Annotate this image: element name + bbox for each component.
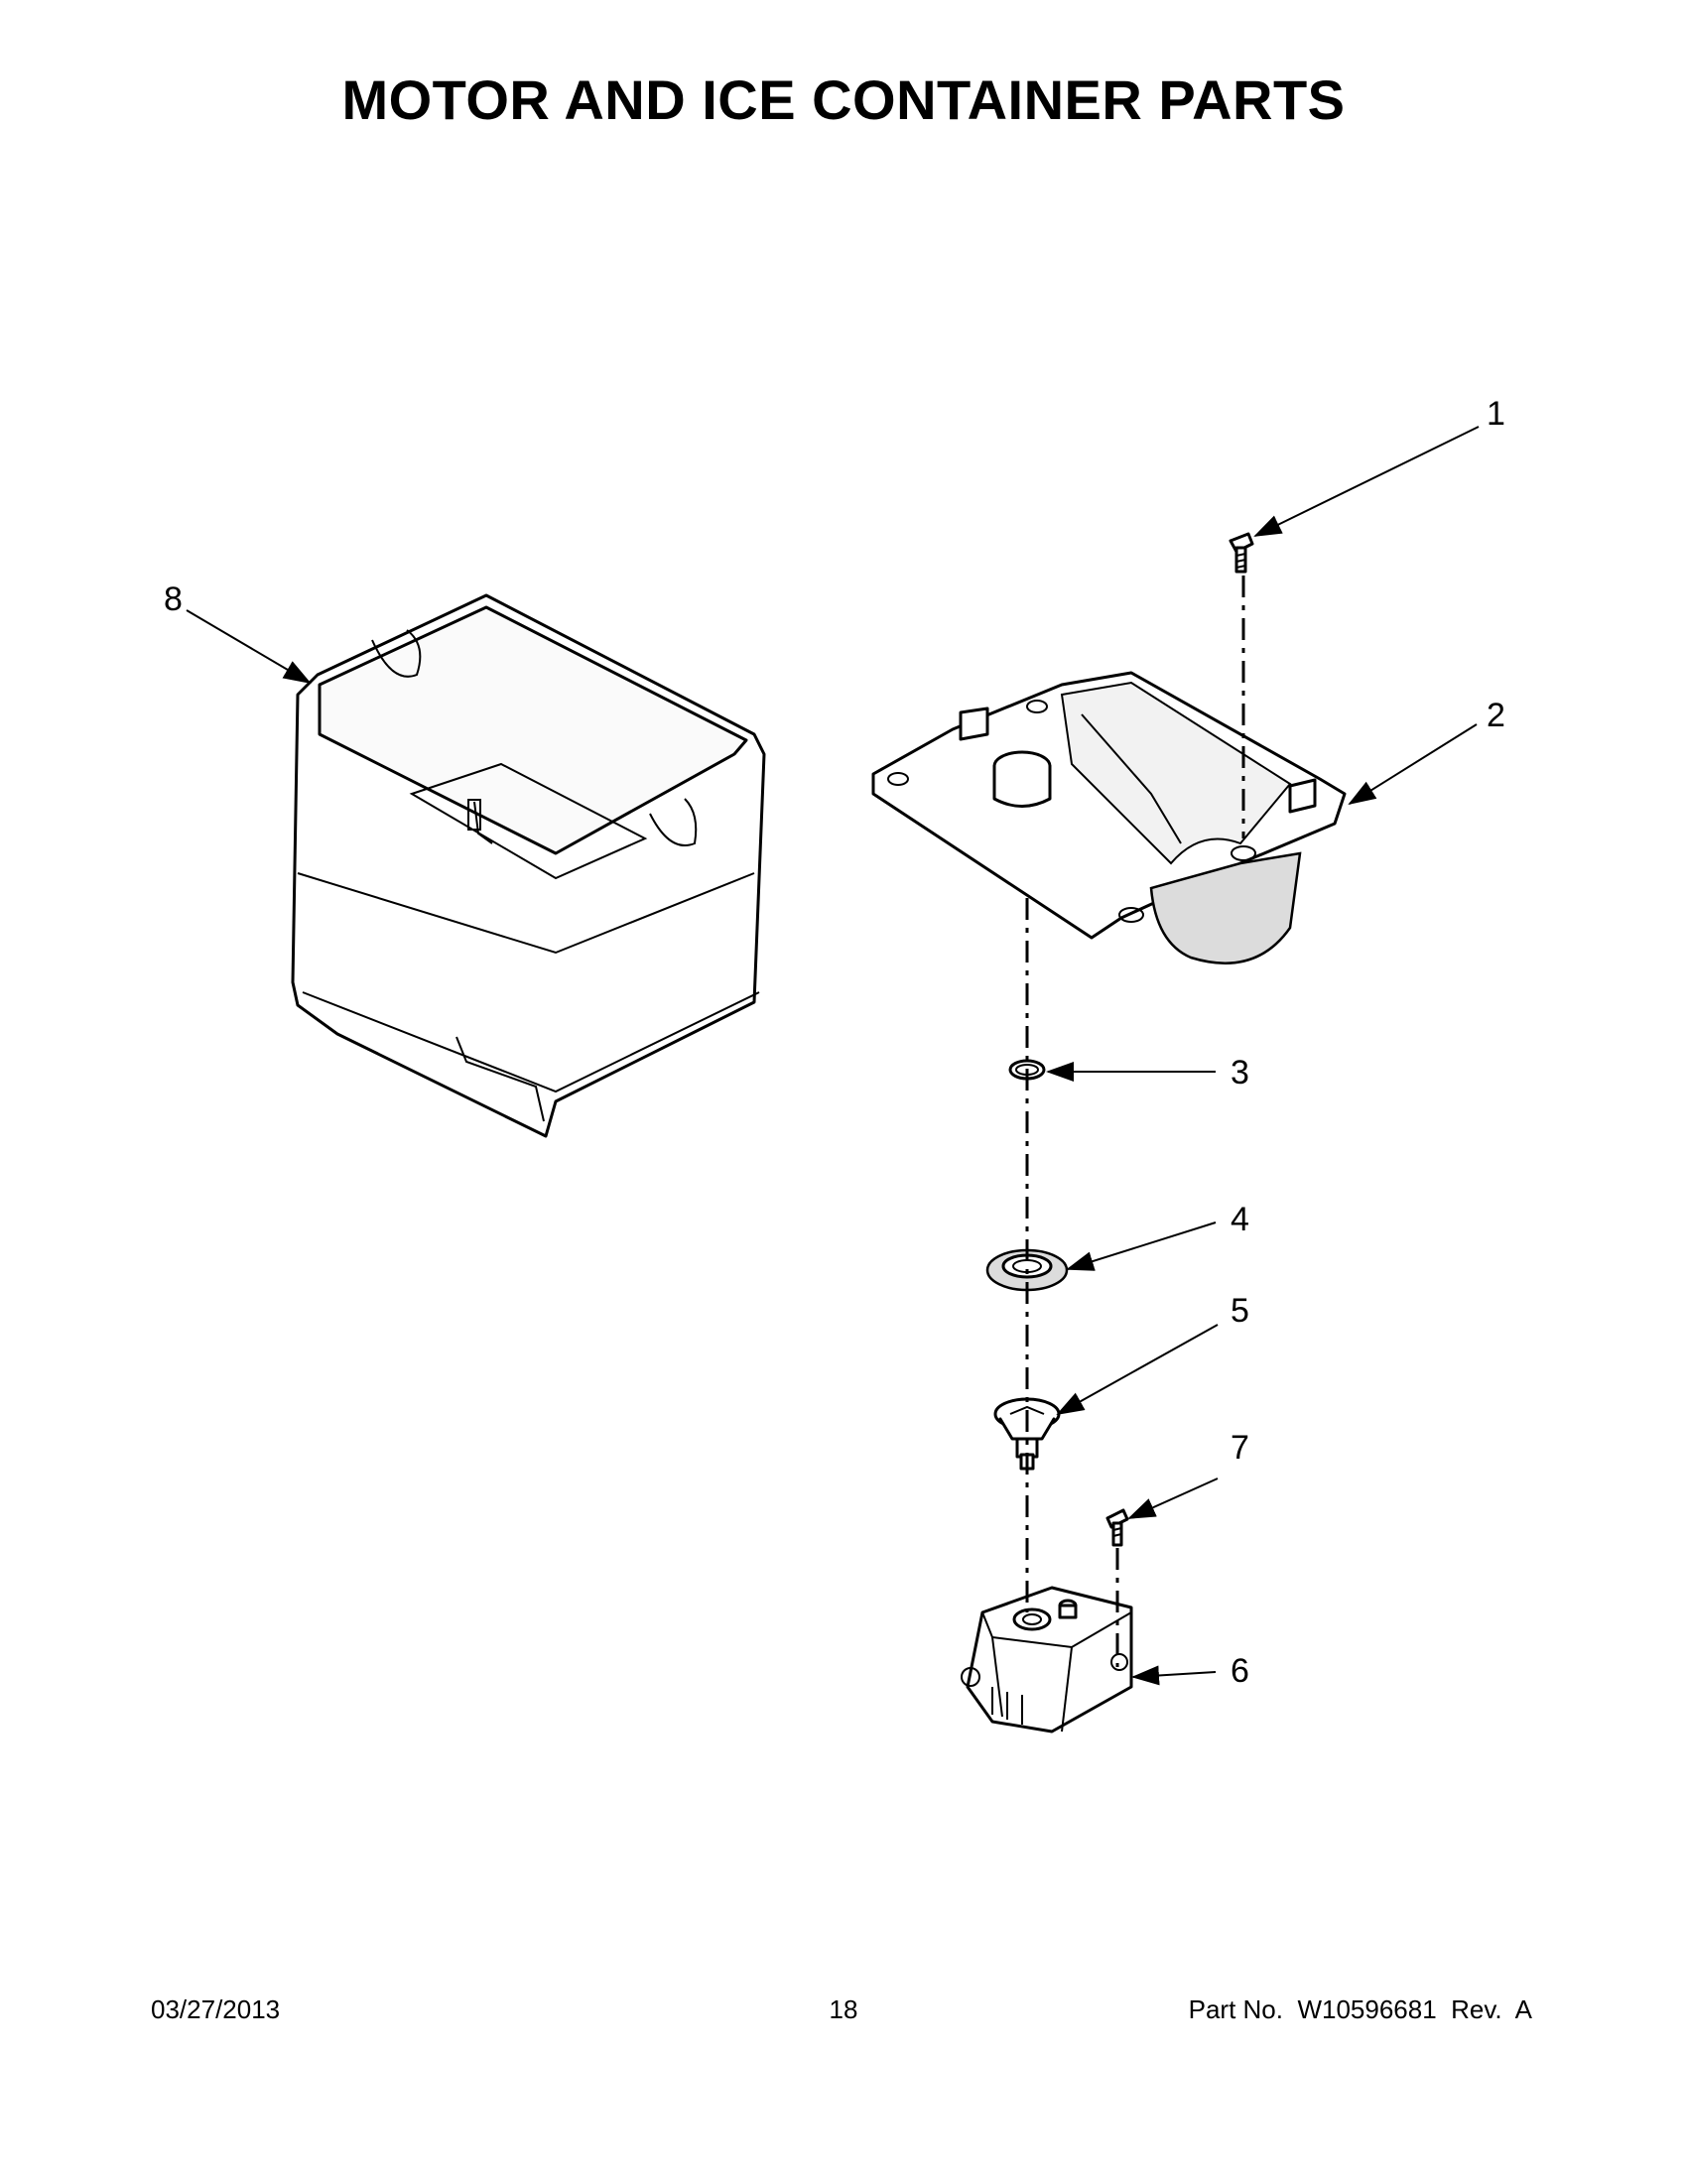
screw-motor: [1105, 1508, 1129, 1547]
callout-5: 5: [1231, 1292, 1249, 1330]
screw-top: [1229, 532, 1254, 574]
callout-8: 8: [164, 580, 183, 618]
ice-chute-housing: [871, 671, 1347, 964]
callout-3: 3: [1231, 1054, 1249, 1092]
callout-2: 2: [1487, 697, 1505, 734]
page-title: MOTOR AND ICE CONTAINER PARTS: [341, 68, 1346, 131]
auger-motor: [961, 1586, 1133, 1734]
callout-4: 4: [1231, 1201, 1249, 1238]
callout-6: 6: [1231, 1652, 1249, 1690]
footer-page-number: 18: [829, 1994, 858, 2024]
footer-part-number: Part No. W10596681 Rev. A: [1188, 1994, 1532, 2024]
ice-container-bucket: [291, 593, 766, 1138]
callout-1: 1: [1487, 395, 1505, 433]
callout-7: 7: [1231, 1429, 1249, 1467]
footer-date: 03/27/2013: [151, 1994, 281, 2024]
